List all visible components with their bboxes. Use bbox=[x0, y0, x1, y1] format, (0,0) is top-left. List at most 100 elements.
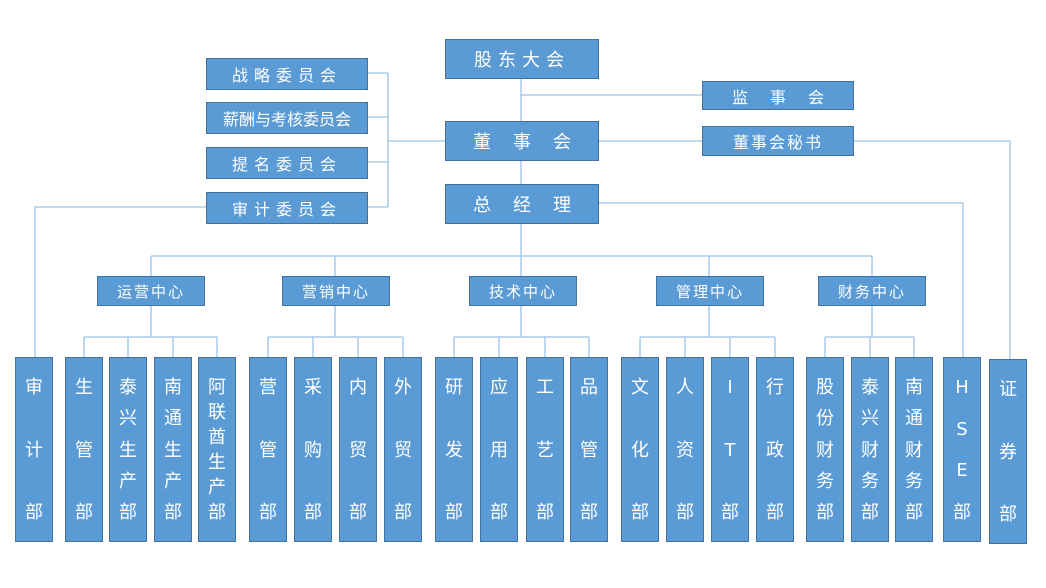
dept-label-char: E bbox=[956, 460, 968, 482]
dept-label-char: 部 bbox=[861, 502, 879, 523]
dept-label-char: 外 bbox=[394, 377, 412, 398]
dept-label-char: 部 bbox=[721, 502, 739, 523]
dept-label-char: 化 bbox=[631, 439, 649, 461]
supervisors-box: 监事会 bbox=[702, 81, 854, 110]
dept-label-char: 管 bbox=[580, 439, 598, 461]
dept-label-char: 贸 bbox=[349, 439, 367, 461]
dept-box: 应用部 bbox=[480, 357, 518, 542]
dept-label-char: 部 bbox=[75, 502, 93, 523]
dept-label-char: 部 bbox=[999, 504, 1017, 525]
dept-label-char: 部 bbox=[490, 502, 508, 523]
dept-label-char: 部 bbox=[394, 502, 412, 523]
dept-label-char: 部 bbox=[580, 502, 598, 523]
dept-label-char: 部 bbox=[259, 502, 277, 523]
dept-label-char: 工 bbox=[536, 377, 554, 398]
dept-label-char: 部 bbox=[445, 502, 463, 523]
dept-label-char: 研 bbox=[445, 377, 463, 398]
dept-box: 证券部 bbox=[989, 359, 1027, 544]
dept-label-char: 艺 bbox=[536, 439, 554, 461]
dept-label-char: 部 bbox=[953, 501, 971, 523]
dept-label-char: 部 bbox=[349, 502, 367, 523]
dept-label-char: H bbox=[955, 377, 969, 398]
dept-box: 阿联酋生产部 bbox=[198, 357, 236, 542]
dept-label-char: 生 bbox=[75, 377, 93, 398]
dept-box: 文化部 bbox=[621, 357, 659, 542]
board-secretary-box: 董事会秘书 bbox=[702, 126, 854, 156]
dept-label-char: 阿 bbox=[208, 377, 226, 398]
dept-box: 南通生产部 bbox=[154, 357, 192, 542]
dept-label-char: 产 bbox=[119, 470, 137, 492]
dept-box: 外贸部 bbox=[384, 357, 422, 542]
dept-label-char: 股 bbox=[816, 377, 834, 398]
dept-label-char: 文 bbox=[631, 377, 649, 398]
board-box: 董事会 bbox=[445, 121, 599, 161]
dept-label-char: 通 bbox=[905, 408, 923, 430]
dept-box: 工艺部 bbox=[526, 357, 564, 542]
dept-label-char: 审 bbox=[25, 377, 43, 398]
dept-label-char: 泰 bbox=[861, 377, 879, 398]
dept-box: 行政部 bbox=[756, 357, 794, 542]
committee-audit: 审计委员会 bbox=[206, 192, 368, 224]
dept-label-char: 生 bbox=[164, 439, 182, 461]
dept-box: 生管部 bbox=[65, 357, 103, 542]
dept-box: 股份财务部 bbox=[806, 357, 844, 542]
dept-label-char: 产 bbox=[164, 470, 182, 492]
dept-label-char: 证 bbox=[999, 379, 1017, 400]
dept-label-char: 行 bbox=[766, 377, 784, 398]
dept-box: 南通财务部 bbox=[895, 357, 933, 542]
dept-label-char: 应 bbox=[490, 377, 508, 398]
dept-label-char: 部 bbox=[119, 502, 137, 523]
dept-box: 泰兴生产部 bbox=[109, 357, 147, 542]
dept-label-char: 部 bbox=[676, 502, 694, 523]
center-management: 管理中心 bbox=[656, 276, 764, 306]
dept-label-char: 财 bbox=[861, 439, 879, 461]
dept-label-char: 部 bbox=[164, 502, 182, 523]
dept-label-char: 部 bbox=[905, 502, 923, 523]
dept-label-char: 发 bbox=[445, 439, 463, 461]
dept-label-char: 贸 bbox=[394, 439, 412, 461]
dept-label-char: 财 bbox=[905, 439, 923, 461]
dept-label-char: 务 bbox=[861, 470, 879, 492]
shareholders-meeting-box: 股东大会 bbox=[445, 39, 599, 79]
dept-label-char: 营 bbox=[259, 377, 277, 398]
dept-label-char: 产 bbox=[208, 477, 226, 498]
dept-label-char: 用 bbox=[490, 439, 508, 461]
dept-box: 泰兴财务部 bbox=[851, 357, 889, 542]
dept-label-char: 政 bbox=[766, 439, 784, 461]
dept-label-char: 采 bbox=[304, 377, 322, 398]
dept-label-char: 资 bbox=[676, 439, 694, 461]
dept-label-char: 酋 bbox=[208, 427, 226, 448]
dept-label-char: 兴 bbox=[119, 408, 137, 430]
dept-label-char: 联 bbox=[208, 402, 226, 423]
dept-label-char: 生 bbox=[119, 439, 137, 461]
center-marketing: 营销中心 bbox=[282, 276, 390, 306]
dept-label-char: 兴 bbox=[861, 408, 879, 430]
dept-box: 采购部 bbox=[294, 357, 332, 542]
dept-label-char: 券 bbox=[999, 441, 1017, 463]
dept-label-char: 部 bbox=[208, 502, 226, 523]
dept-label-char: 部 bbox=[25, 502, 43, 523]
dept-label-char: 部 bbox=[816, 502, 834, 523]
dept-label-char: 泰 bbox=[119, 377, 137, 398]
dept-label-char: 生 bbox=[208, 452, 226, 473]
dept-label-char: 管 bbox=[75, 439, 93, 461]
dept-box: 审计部 bbox=[15, 357, 53, 542]
center-operations: 运营中心 bbox=[97, 276, 205, 306]
dept-label-char: 内 bbox=[349, 377, 367, 398]
dept-label-char: 品 bbox=[580, 377, 598, 398]
dept-label-char: 部 bbox=[536, 502, 554, 523]
dept-box: 品管部 bbox=[570, 357, 608, 542]
dept-label-char: 管 bbox=[259, 439, 277, 461]
dept-box: 研发部 bbox=[435, 357, 473, 542]
dept-label-char: 南 bbox=[905, 377, 923, 398]
dept-label-char: 通 bbox=[164, 408, 182, 430]
dept-label-char: 人 bbox=[676, 377, 694, 398]
committee-compensation: 薪酬与考核委员会 bbox=[206, 102, 368, 134]
committee-nomination: 提名委员会 bbox=[206, 147, 368, 179]
dept-label-char: 部 bbox=[766, 502, 784, 523]
dept-label-char: S bbox=[956, 418, 968, 440]
dept-label-char: 南 bbox=[164, 377, 182, 398]
